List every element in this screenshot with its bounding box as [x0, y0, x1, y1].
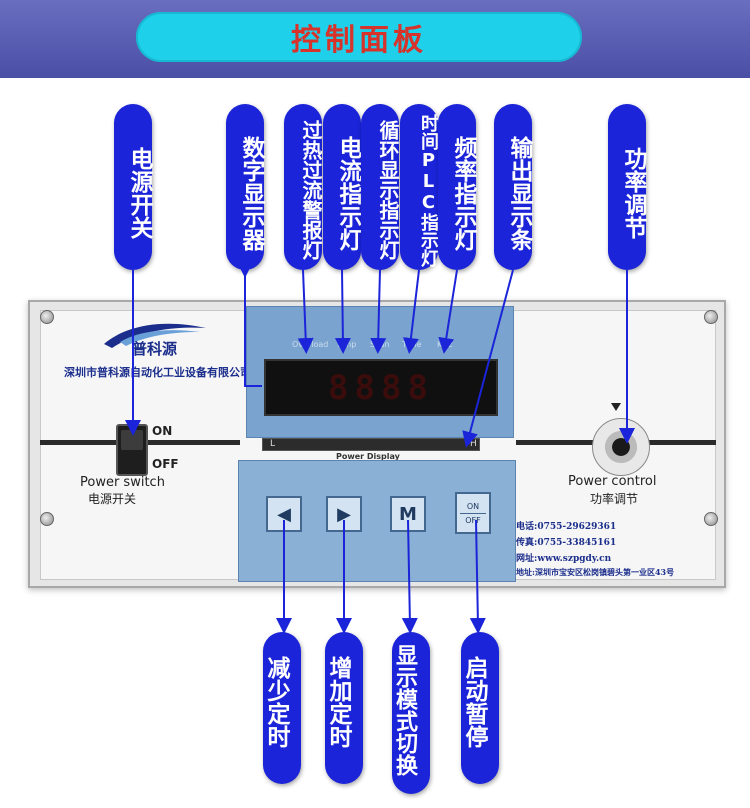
power-control-knob[interactable] [592, 418, 650, 476]
callout-current-light: 电流指示灯 [323, 104, 361, 270]
callout-digital-display-label: 数字显示器 [238, 135, 264, 251]
page-title: 控制面板 [291, 23, 427, 58]
indicator-label-scan: Scan [370, 340, 390, 349]
contact-web: 网址:www.szpgdy.cn [516, 554, 612, 564]
digital-display: 8888 [264, 359, 498, 416]
start-pause-on-label: ON [466, 501, 480, 511]
callout-display-mode-label: 显示模式切换 [392, 644, 417, 776]
callout-increase-time: 增加定时 [325, 632, 363, 784]
callout-decrease-time: 减少定时 [263, 632, 301, 784]
logo-swoosh-icon [104, 323, 206, 348]
header-pill: 控制面板 [136, 12, 582, 62]
screw-icon [40, 310, 54, 324]
bar-high-label: H [470, 439, 477, 449]
callout-start-pause: 启动暂停 [461, 632, 499, 784]
callout-display-mode: 显示模式切换 [392, 632, 430, 794]
start-pause-button[interactable]: ON OFF [455, 492, 491, 534]
decrease-time-button[interactable]: ◀ [266, 496, 302, 532]
power-display-caption: Power Display [336, 452, 400, 461]
callout-overheat-alarm-label: 过热过流警报灯 [299, 120, 323, 260]
screw-icon [704, 512, 718, 526]
company-name: 深圳市普科源自动化工业设备有限公司 [64, 366, 251, 379]
logo-name: 普科源 [132, 340, 178, 358]
display-mode-button[interactable]: M [390, 496, 426, 532]
callout-cycle-light-label: 循环显示指示灯 [376, 120, 400, 260]
power-switch-label-en: Power switch [80, 475, 165, 490]
power-control-label-en: Power control [568, 474, 657, 489]
indicator-label-time: Time [402, 340, 422, 349]
callout-frequency-light-label: 频率指示灯 [450, 135, 476, 251]
display-digits: 8888 [328, 367, 434, 408]
power-control-label-cn: 功率调节 [590, 492, 639, 506]
indicator-label-overload: Overload [292, 340, 329, 349]
callout-cycle-light: 循环显示指示灯 [361, 104, 400, 270]
callout-power-switch: 电源开关 [114, 104, 152, 270]
indicator-label-amp: Amp [338, 340, 357, 349]
power-switch-rocker[interactable] [121, 430, 143, 450]
callout-time-plc-light-label: 时间PLC指示灯 [418, 113, 439, 267]
knob-marker-icon [611, 403, 621, 411]
contact-fax: 传真:0755-33845161 [516, 538, 617, 548]
start-pause-divider [460, 512, 486, 514]
switch-on-label: ON [152, 424, 173, 438]
callout-decrease-time-label: 减少定时 [263, 656, 289, 748]
callout-output-bar-label: 输出显示条 [506, 135, 532, 251]
callout-frequency-light: 频率指示灯 [438, 104, 476, 270]
screw-icon [704, 310, 718, 324]
indicator-label-khz: KHz [437, 340, 453, 349]
callout-start-pause-label: 启动暂停 [461, 656, 487, 748]
callout-time-plc-light: 时间PLC指示灯 [400, 104, 439, 270]
power-display-bar [262, 438, 480, 451]
callout-increase-time-label: 增加定时 [325, 656, 351, 748]
callout-overheat-alarm: 过热过流警报灯 [284, 104, 323, 270]
callout-power-adjust-label: 功率调节 [620, 147, 646, 239]
callout-power-switch-label: 电源开关 [126, 147, 152, 239]
right-arrow-icon: ▶ [337, 503, 351, 525]
left-arrow-icon: ◀ [277, 503, 291, 525]
callout-power-adjust: 功率调节 [608, 104, 646, 270]
bar-low-label: L [270, 439, 276, 449]
mode-button-label: M [399, 503, 417, 525]
contact-address: 地址:深圳市宝安区松岗镇碧头第一业区43号 [516, 567, 675, 577]
contact-phone: 电话:0755-29629361 [516, 522, 617, 532]
increase-time-button[interactable]: ▶ [326, 496, 362, 532]
start-pause-off-label: OFF [465, 515, 481, 525]
callout-current-light-label: 电流指示灯 [335, 135, 361, 251]
screw-icon [40, 512, 54, 526]
callout-digital-display: 数字显示器 [226, 104, 264, 270]
callout-output-bar: 输出显示条 [494, 104, 532, 270]
switch-off-label: OFF [152, 457, 179, 471]
power-switch-label-cn: 电源开关 [88, 492, 137, 506]
